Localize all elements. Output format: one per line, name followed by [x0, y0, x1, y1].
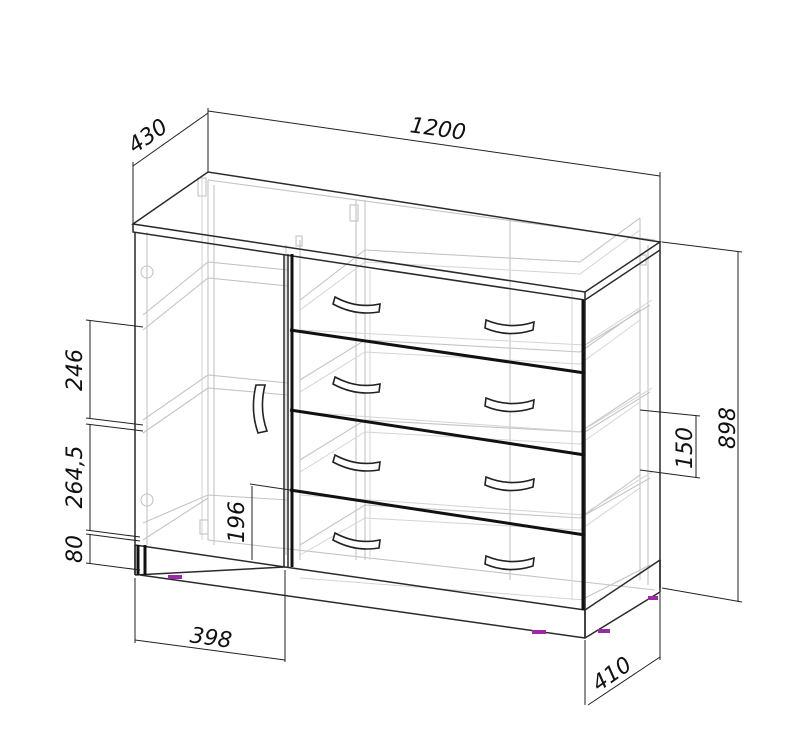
- handles: [252, 295, 535, 571]
- drawer-handle-4b: [484, 554, 535, 571]
- door-handle: [252, 384, 269, 434]
- drawer-handle-2b: [484, 396, 535, 413]
- dim-drawer-height: 150: [673, 427, 698, 469]
- drawer-handle-2a: [332, 375, 381, 394]
- dim-depth-top: 430: [124, 114, 173, 159]
- dim-door-inner: 196: [225, 501, 250, 543]
- foot-front-right: [532, 630, 546, 634]
- hidden-lines: [140, 176, 656, 601]
- cabinet-outline: [131, 171, 663, 639]
- drawer-handle-3a: [332, 453, 381, 472]
- dimension-labels: 430 1200 898 150 246 264,5 80 196 398 41…: [63, 113, 741, 697]
- dim-plinth: 80: [63, 535, 88, 563]
- drawer-handle-4a: [332, 531, 381, 550]
- foot-back-right: [598, 629, 610, 633]
- dimension-lines: [85, 108, 743, 706]
- dim-door-shelf-upper: 246: [63, 349, 88, 391]
- drawer-handle-3b: [484, 475, 535, 492]
- dim-door-width: 398: [188, 623, 233, 654]
- dim-depth-bottom: 410: [588, 652, 637, 697]
- foot-back-mid: [648, 596, 658, 600]
- drawer-handle-1a: [332, 295, 381, 314]
- dim-door-shelf-lower: 264,5: [63, 446, 88, 509]
- drawer-handle-1b: [484, 318, 535, 335]
- drawer-fronts: [134, 254, 586, 610]
- feet: [168, 575, 658, 634]
- dim-height-total: 898: [716, 407, 741, 449]
- foot-front-left: [168, 575, 182, 579]
